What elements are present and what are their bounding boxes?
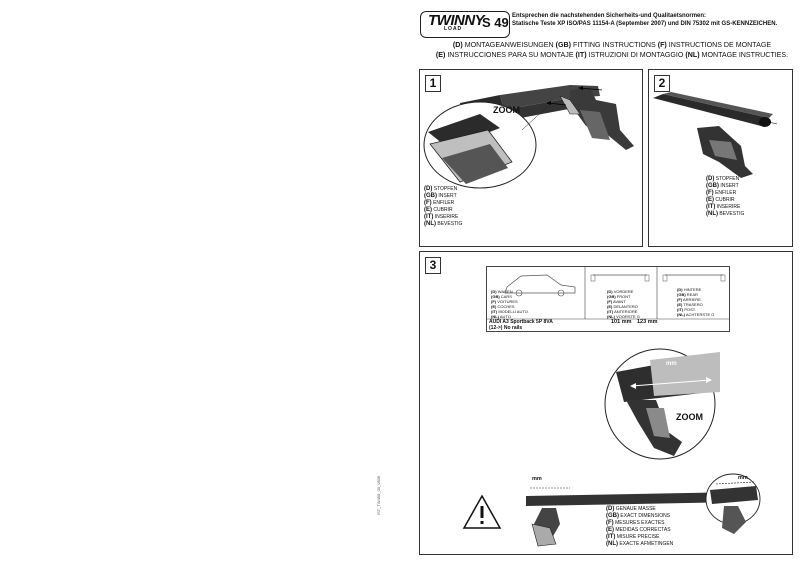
table-grid bbox=[487, 267, 729, 320]
legend-row: (NL) EXACTE AFMETINGEN bbox=[606, 541, 674, 547]
car-legend: (D) WAGEN (GB) CARS (F) VOITURES (E) COC… bbox=[491, 289, 528, 319]
legend-row: (IT) INSERIRE bbox=[424, 214, 459, 220]
right-foot bbox=[722, 506, 746, 534]
step-number: 3 bbox=[425, 257, 441, 274]
legend-row: (F) MESURES EXACTES bbox=[606, 520, 665, 526]
legend-row: (F) ENFILER bbox=[424, 200, 455, 206]
lang-code: (GB) bbox=[555, 41, 572, 49]
front-legend: (D) VORDERE (GB) FRONT (F) AVANT (E) DEL… bbox=[607, 289, 640, 319]
measure-line bbox=[631, 379, 711, 387]
instruction-titles: (D) MONTAGEANWEISUNGEN (GB) FITTING INST… bbox=[422, 40, 802, 60]
legend-row: (E) MEDIDAS CORRECTAS bbox=[606, 527, 671, 533]
legend-row: (D) STOPFEN bbox=[706, 176, 740, 182]
legend-row: (NL) BEVESTIG bbox=[706, 211, 745, 217]
norm-line-2: Statische Teste XP ISO/PAS 11154-A (Sept… bbox=[512, 21, 778, 27]
foot-clamp bbox=[580, 110, 610, 140]
arrow-head bbox=[578, 86, 583, 90]
lang-code: (F) bbox=[657, 41, 667, 49]
rear-dimension: 123 mm bbox=[637, 319, 658, 325]
zoom-label: ZOOM bbox=[676, 412, 703, 422]
car-model: AUDI A3 Sportback 5P 8VA (12->) No rails bbox=[489, 319, 553, 331]
title-text: MONTAGE INSTRUCTIES. bbox=[699, 51, 789, 59]
foot-clamp bbox=[646, 408, 670, 438]
dimension-line bbox=[715, 481, 755, 485]
right-zoom-bar bbox=[710, 486, 758, 504]
legend-row: (E) CUBRIR bbox=[424, 207, 453, 213]
insert-arrow bbox=[579, 87, 603, 91]
roof-bar bbox=[526, 492, 740, 506]
legend-row: (F) ENFILER bbox=[706, 190, 737, 196]
legend-row: (GB) EXACT DIMENSIONS bbox=[606, 513, 671, 519]
title-text: FITTING INSTRUCTIONS bbox=[571, 41, 658, 49]
zoom-end-cap-shade bbox=[442, 144, 508, 184]
roof-bar bbox=[504, 98, 574, 120]
arrow-head bbox=[546, 101, 551, 105]
front-dimension: 101 mm bbox=[611, 319, 632, 325]
title-text: ISTRUZIONI DI MONTAGGIO bbox=[586, 51, 686, 59]
step-2-panel: 2 (D) STOPFEN (GB) INSERT (F) ENFILER (E… bbox=[648, 69, 793, 247]
lang-code: (NL) bbox=[685, 51, 700, 59]
lang-code: (D) bbox=[452, 41, 463, 49]
brand-logo-sub: LOAD bbox=[444, 26, 463, 32]
left-foot-pad bbox=[531, 523, 557, 547]
step-2-legend: (D) STOPFEN (GB) INSERT (F) ENFILER (E) … bbox=[706, 176, 744, 218]
rear-legend: (D) HINTERE (GB) REAR (F) ARRIERE (E) TR… bbox=[677, 287, 715, 317]
end-cap bbox=[559, 95, 581, 115]
zoom-label: ZOOM bbox=[493, 105, 520, 115]
legend-row: (GB) INSERT bbox=[424, 193, 457, 199]
document-code: IST_TW458_00_0506 bbox=[376, 475, 381, 515]
legend-row: (IT) MISURE PRECISE bbox=[606, 534, 660, 540]
step-3-legend: (D) GENAUE MASSE (GB) EXACT DIMENSIONS (… bbox=[606, 506, 673, 548]
end-cap bbox=[759, 117, 771, 127]
step-3-illustration bbox=[462, 348, 761, 547]
mm-label: mm bbox=[738, 475, 748, 481]
lang-code: (E) bbox=[435, 51, 446, 59]
step-1-panel: 1 ZOOM (D) STOPFEN (GB) INSERT (F) ENFIL… bbox=[419, 69, 643, 247]
lang-code: (IT) bbox=[575, 51, 587, 59]
mm-label: mm bbox=[532, 476, 542, 482]
brand-logo: TWINNY bbox=[428, 12, 485, 29]
legend-row: (GB) INSERT bbox=[706, 183, 739, 189]
norm-line-1: Entsprechen die nachstehenden Sicherheit… bbox=[512, 13, 707, 19]
legend-row: (D) GENAUE MASSE bbox=[606, 506, 656, 512]
zoom-pointer bbox=[521, 105, 549, 131]
legend-row: (IT) INSERIRE bbox=[706, 204, 741, 210]
step-3-panel: 3 (D) WAGEN (GB) CARS (F) VOITURES (E) C… bbox=[419, 251, 793, 555]
zoom-bar-light bbox=[650, 352, 720, 396]
car-outline bbox=[504, 274, 576, 294]
title-text: INSTRUCTIONS DE MONTAGE bbox=[666, 41, 772, 49]
norm-statement: Entsprechen die nachstehenden Sicherheit… bbox=[512, 12, 777, 28]
mm-label: mm bbox=[666, 361, 677, 367]
step-number: 2 bbox=[654, 75, 670, 92]
step-1-legend: (D) STOPFEN (GB) INSERT (F) ENFILER (E) … bbox=[424, 186, 462, 228]
insert-line bbox=[768, 121, 778, 125]
step-2-illustration bbox=[653, 92, 778, 178]
title-text: MONTAGEANWEISUNGEN bbox=[462, 41, 556, 49]
roof-bar-top bbox=[663, 92, 773, 118]
step-number: 1 bbox=[425, 75, 441, 92]
legend-row: (E) CUBRIR bbox=[706, 197, 735, 203]
model-name: S 49 bbox=[482, 15, 509, 30]
titles-line-2: (E) INSTRUCCIONES PARA SU MONTAJE (IT) I… bbox=[422, 50, 802, 60]
legend-row: (NL) BEVESTIG bbox=[424, 221, 463, 227]
legend-row: (D) STOPFEN bbox=[424, 186, 458, 192]
titles-line-1: (D) MONTAGEANWEISUNGEN (GB) FITTING INST… bbox=[422, 40, 802, 50]
step-1-illustration bbox=[423, 85, 634, 189]
zoom-bar bbox=[428, 114, 500, 148]
dimension-table: (D) WAGEN (GB) CARS (F) VOITURES (E) COC… bbox=[486, 266, 730, 332]
logo-frame bbox=[420, 11, 510, 38]
title-text: INSTRUCCIONES PARA SU MONTAJE bbox=[445, 51, 576, 59]
roof-bar bbox=[653, 94, 769, 126]
foot-clamp bbox=[709, 140, 737, 160]
